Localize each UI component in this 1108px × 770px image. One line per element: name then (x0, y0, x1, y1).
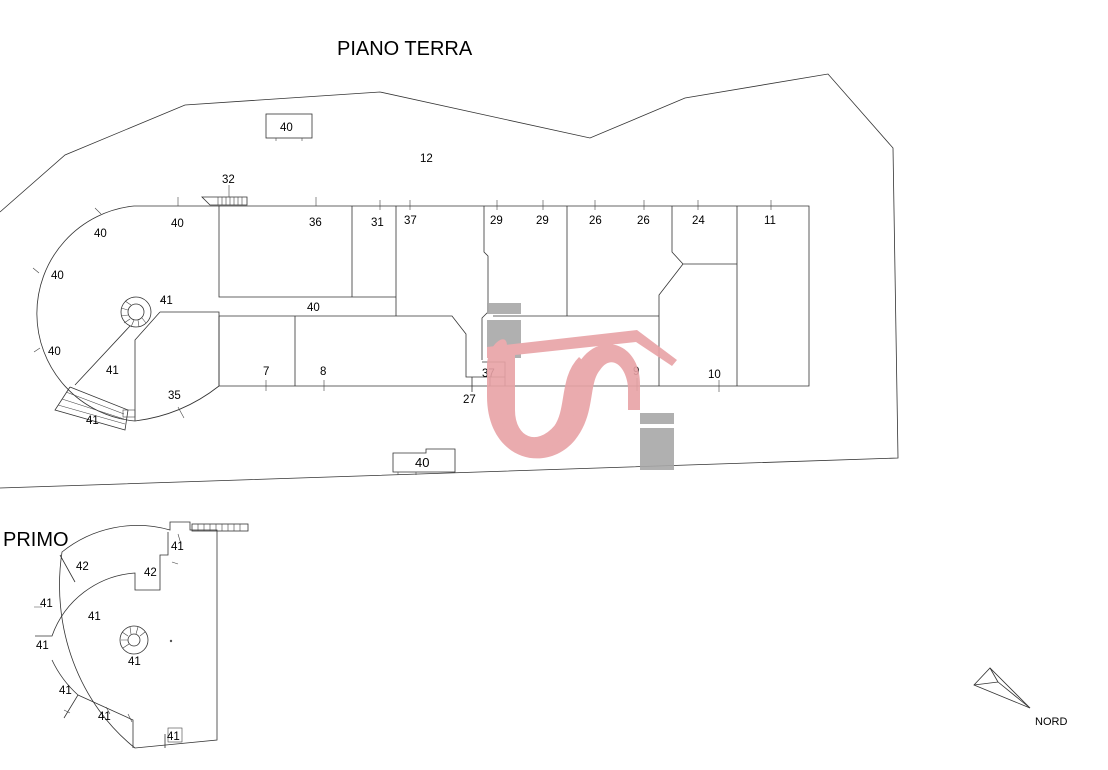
label-37-top: 37 (404, 215, 417, 227)
label-29-b: 29 (536, 215, 549, 227)
label-41-spiral: 41 (128, 656, 141, 668)
label-41-a: 41 (40, 598, 53, 610)
label-42-a: 42 (76, 561, 89, 573)
label-40-bottom-box: 40 (415, 455, 429, 470)
first-inner-walls (35, 532, 169, 748)
label-7: 7 (263, 366, 269, 378)
label-10: 10 (708, 369, 721, 381)
north-arrow-icon: NORD (973, 667, 1067, 728)
site-boundary (0, 73, 899, 489)
spiral-area (74, 311, 220, 421)
label-41-d: 41 (59, 685, 72, 697)
label-26-a: 26 (589, 215, 602, 227)
upper-partitions (218, 206, 738, 386)
label-31: 31 (371, 217, 384, 229)
stair-32 (201, 196, 248, 206)
label-40-corridor: 40 (307, 302, 320, 314)
label-40-arc-a: 40 (94, 228, 107, 240)
first-floor-plan: PRIMO 41 42 42 41 41 41 41 41 41 41 (3, 521, 249, 749)
label-41-c: 41 (36, 640, 49, 652)
label-41-terrace: 41 (86, 415, 99, 427)
label-40-arc-c: 40 (48, 346, 61, 358)
ground-floor-plan: PIANO TERRA 12 40 32 40 40 40 40 36 31 3… (0, 38, 899, 489)
ground-floor-title: PIANO TERRA (337, 38, 473, 60)
first-stair (191, 523, 249, 532)
lower-partitions (218, 263, 684, 392)
label-41-e: 41 (98, 711, 111, 723)
label-29-a: 29 (490, 215, 503, 227)
label-40-top-box: 40 (280, 122, 293, 134)
label-12: 12 (420, 153, 433, 165)
label-36: 36 (309, 217, 322, 229)
box-40-top (265, 113, 313, 139)
label-40-arc-b: 40 (51, 270, 64, 282)
box-40-bottom (392, 448, 456, 473)
label-8: 8 (320, 366, 326, 378)
label-41-stair-first: 41 (171, 541, 184, 553)
label-24: 24 (692, 215, 705, 227)
label-41-b: 41 (88, 611, 101, 623)
label-41-mid: 41 (106, 365, 119, 377)
label-26-b: 26 (637, 215, 650, 227)
first-floor-title: PRIMO (3, 529, 69, 551)
logo-watermark (487, 303, 677, 470)
first-floor-outline (59, 521, 218, 749)
north-label: NORD (1035, 716, 1067, 728)
label-27: 27 (463, 394, 476, 406)
label-11: 11 (764, 215, 776, 227)
label-40-corridor-top: 40 (171, 218, 184, 230)
label-41-f: 41 (167, 731, 180, 743)
label-35: 35 (168, 390, 181, 402)
label-41-stair: 41 (160, 295, 173, 307)
label-32: 32 (222, 174, 235, 186)
terrace-41 (54, 386, 129, 431)
building-outline (36, 205, 810, 422)
label-42-b: 42 (144, 567, 157, 579)
